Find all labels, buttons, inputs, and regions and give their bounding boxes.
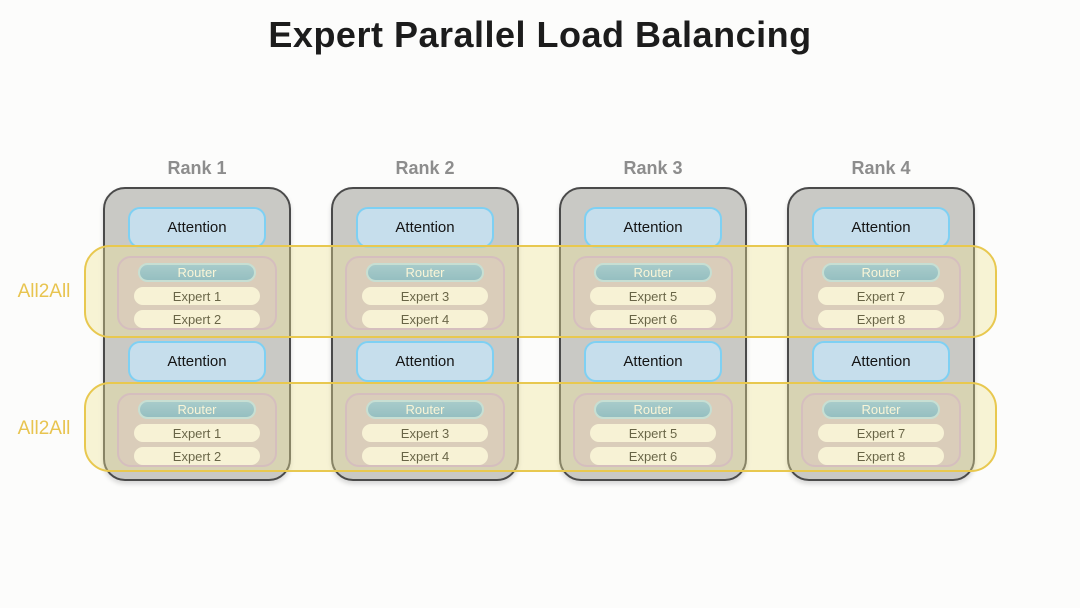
router-block: Router (594, 263, 712, 282)
rank-body: Attention Router Expert 3 Expert 4 Atten… (331, 187, 519, 481)
rank-panel-2: Rank 2 Attention Router Expert 3 Expert … (331, 158, 519, 481)
expert-block: Expert 1 (134, 424, 260, 442)
rank-panel-3: Rank 3 Attention Router Expert 5 Expert … (559, 158, 747, 481)
expert-block: Expert 8 (818, 447, 944, 465)
expert-block: Expert 8 (818, 310, 944, 328)
rank-label: Rank 3 (623, 158, 683, 178)
router-block: Router (594, 400, 712, 419)
expert-block: Expert 3 (362, 287, 488, 305)
expert-block: Expert 7 (818, 424, 944, 442)
expert-block: Expert 5 (590, 424, 716, 442)
rank-label: Rank 2 (395, 158, 455, 178)
rank-panel-4: Rank 4 Attention Router Expert 7 Expert … (787, 158, 975, 481)
attention-block: Attention (584, 341, 722, 382)
diagram-title: Expert Parallel Load Balancing (268, 14, 812, 55)
rank-body: Attention Router Expert 5 Expert 6 Atten… (559, 187, 747, 481)
router-block: Router (822, 263, 940, 282)
moe-group: Router Expert 3 Expert 4 (345, 256, 505, 330)
moe-group: Router Expert 7 Expert 8 (801, 256, 961, 330)
attention-block: Attention (584, 207, 722, 248)
attention-block: Attention (356, 207, 494, 248)
expert-block: Expert 4 (362, 447, 488, 465)
expert-block: Expert 1 (134, 287, 260, 305)
moe-group: Router Expert 1 Expert 2 (117, 393, 277, 467)
expert-block: Expert 3 (362, 424, 488, 442)
rank-body: Attention Router Expert 7 Expert 8 Atten… (787, 187, 975, 481)
moe-group: Router Expert 1 Expert 2 (117, 256, 277, 330)
expert-block: Expert 2 (134, 447, 260, 465)
expert-block: Expert 4 (362, 310, 488, 328)
router-block: Router (366, 400, 484, 419)
moe-group: Router Expert 3 Expert 4 (345, 393, 505, 467)
rank-label: Rank 4 (851, 158, 911, 178)
router-block: Router (138, 263, 256, 282)
router-block: Router (822, 400, 940, 419)
moe-group: Router Expert 5 Expert 6 (573, 256, 733, 330)
attention-block: Attention (128, 341, 266, 382)
router-block: Router (138, 400, 256, 419)
expert-block: Expert 6 (590, 310, 716, 328)
attention-block: Attention (128, 207, 266, 248)
expert-block: Expert 7 (818, 287, 944, 305)
rank-panel-1: Rank 1 Attention Router Expert 1 Expert … (103, 158, 291, 481)
attention-block: Attention (812, 341, 950, 382)
expert-block: Expert 2 (134, 310, 260, 328)
attention-block: Attention (356, 341, 494, 382)
moe-group: Router Expert 7 Expert 8 (801, 393, 961, 467)
all2all-label: All2All (17, 281, 71, 302)
expert-block: Expert 5 (590, 287, 716, 305)
rank-label: Rank 1 (167, 158, 227, 178)
rank-body: Attention Router Expert 1 Expert 2 Atten… (103, 187, 291, 481)
moe-group: Router Expert 5 Expert 6 (573, 393, 733, 467)
attention-block: Attention (812, 207, 950, 248)
router-block: Router (366, 263, 484, 282)
expert-block: Expert 6 (590, 447, 716, 465)
all2all-label: All2All (17, 418, 71, 439)
